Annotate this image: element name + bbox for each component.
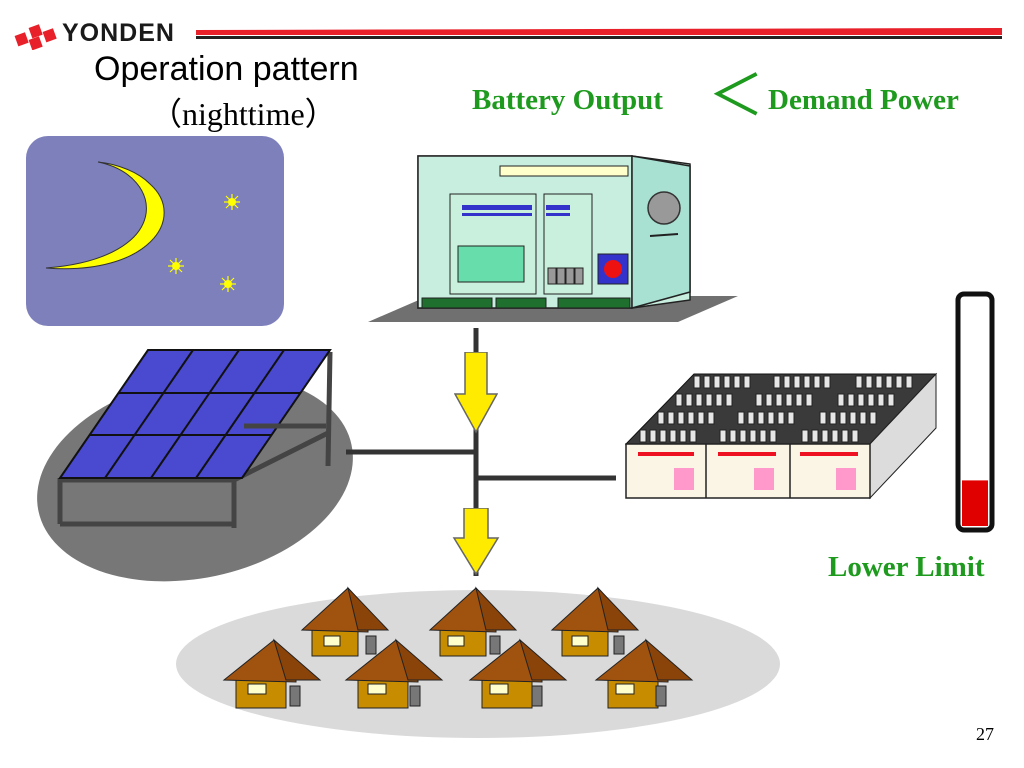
battery-output-label: Battery Output (472, 84, 663, 116)
page-number: 27 (976, 724, 994, 744)
night-sky-panel (26, 136, 284, 326)
star-icon (220, 276, 236, 292)
house-icon (300, 586, 390, 657)
house-icon (468, 638, 568, 709)
house-icon (222, 638, 322, 709)
house-icon (550, 586, 640, 657)
star-icon (168, 258, 184, 274)
less-than-operator: ＜ (708, 66, 764, 128)
page-title: Operation pattern (94, 50, 359, 88)
house-icon (428, 586, 518, 657)
demand-power-label: Demand Power (768, 84, 959, 116)
village-icon (176, 586, 780, 738)
logo-text: YONDEN (62, 19, 175, 47)
solar-panel-icon (37, 349, 353, 582)
flow-arrow-icon (454, 352, 498, 434)
lower-limit-label: Lower Limit (828, 551, 985, 583)
header-rule (196, 28, 1002, 39)
house-icon (594, 638, 694, 709)
battery-bank-icon (624, 372, 938, 500)
moon-icon (45, 161, 165, 270)
battery-level-gauge-icon (955, 291, 995, 533)
house-icon (344, 638, 444, 709)
yonden-logo-icon (14, 24, 57, 50)
flow-arrow-icon (452, 508, 500, 576)
battery-level-fill (962, 480, 988, 526)
page-subtitle: （nighttime） (150, 96, 337, 132)
power-conditioner-icon (368, 155, 738, 322)
star-icon (224, 194, 240, 210)
